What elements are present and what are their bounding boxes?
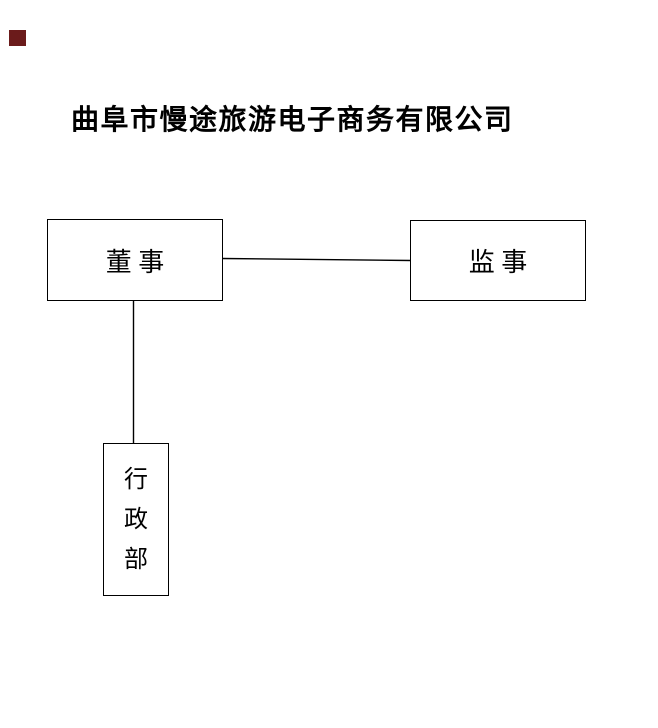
red-corner-marker	[9, 30, 26, 46]
org-node-admin-dept-char-3: 部	[124, 546, 148, 573]
org-node-admin-dept-char-2: 政	[124, 506, 148, 533]
org-node-director: 董 事	[47, 219, 223, 301]
edge-director-supervisor	[221, 257, 412, 262]
org-node-director-label: 董 事	[105, 247, 165, 277]
org-node-admin-dept-char-1: 行	[124, 466, 148, 493]
org-node-admin-dept: 行 政 部	[103, 443, 169, 596]
org-node-supervisor-label: 监 事	[468, 248, 528, 277]
page-title: 曲阜市慢途旅游电子商务有限公司	[71, 105, 514, 136]
org-node-supervisor: 监 事	[410, 220, 586, 301]
